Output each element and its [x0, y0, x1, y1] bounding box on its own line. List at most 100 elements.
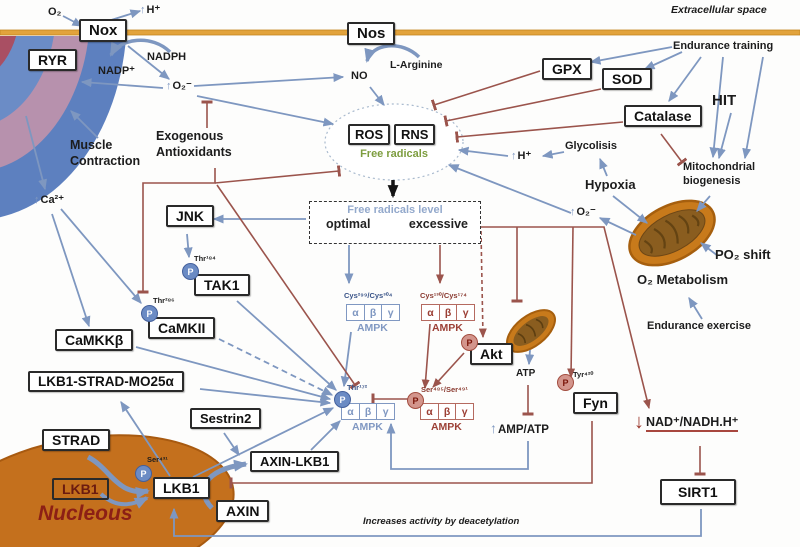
ampk-gamma: γ	[376, 403, 396, 420]
ampk-gamma: γ	[381, 304, 401, 321]
node-ros: ROS	[348, 124, 391, 145]
site-ser431: Ser⁴³¹	[147, 455, 168, 464]
node-tak1: TAK1	[194, 274, 250, 296]
up-arrow-icon: ↑	[570, 206, 576, 218]
free-radicals-level-panel: Free radicals level optimal excessive	[309, 201, 481, 244]
free-radicals-level-title: Free radicals level	[347, 204, 443, 216]
node-axin: AXIN	[216, 500, 270, 522]
node-gpx: GPX	[542, 58, 592, 80]
site-cys-optimal: Cys²⁹⁹/Cys³⁰⁴	[344, 291, 393, 300]
amp-atp-label: ↑AMP/ATP	[490, 420, 549, 436]
node-nos: Nos	[347, 22, 396, 45]
node-nox: Nox	[79, 19, 128, 42]
superoxide-right-label: ↑O₂⁻	[570, 206, 596, 218]
ampk-label: AMPK	[431, 322, 463, 334]
level-excessive-label: excessive	[408, 217, 468, 231]
thick-cycle-arrows	[86, 38, 421, 510]
node-akt: Akt	[470, 343, 513, 365]
phospho-p-ser431: P	[135, 465, 152, 482]
site-tyr420: Tyr⁴²⁰	[573, 370, 594, 379]
po2-shift-label: PO₂ shift	[715, 247, 771, 262]
level-optimal-label: optimal	[326, 217, 371, 231]
ampk-alpha: α	[346, 304, 365, 321]
h-plus-top-label: ↑H⁺	[140, 4, 161, 16]
ampk-complex-active: α β γ AMPK	[341, 403, 396, 433]
site-ser485: Ser⁴⁸⁵/Ser⁴⁹¹	[421, 385, 468, 394]
ampk-beta: β	[363, 304, 383, 321]
calcium-label: ↑Ca²⁺	[34, 194, 65, 206]
node-sod: SOD	[602, 68, 653, 90]
node-ryr: RYR	[28, 49, 78, 71]
node-lkb1: LKB1	[153, 477, 210, 499]
phospho-p-ser485: P	[407, 392, 424, 409]
phospho-p-thr286: P	[141, 305, 158, 322]
phospho-p-tyr420: P	[557, 374, 574, 391]
glycolisis-label: Glycolisis	[565, 140, 617, 152]
site-cys-excessive: Cys¹³⁰/Cys¹⁷⁴	[420, 291, 467, 300]
node-sirt1: SIRT1	[660, 479, 736, 505]
up-arrow-icon: ↑	[140, 4, 146, 16]
phospho-p-thr172: P	[334, 391, 351, 408]
site-thr286: Thr²⁸⁶	[153, 296, 175, 305]
node-camkkb: CaMKKβ	[55, 329, 134, 351]
extracellular-space-label: Extracellular space	[671, 4, 767, 16]
o2-metabolism-label: O₂ Metabolism	[637, 272, 729, 287]
hypoxia-label: Hypoxia	[585, 177, 636, 192]
o2-label: O₂	[48, 6, 62, 18]
ampk-label: AMPK	[430, 421, 462, 433]
phospho-p-thr184: P	[182, 263, 199, 280]
nadph-label: NADPH	[147, 51, 187, 63]
up-arrow-icon: ↑	[511, 150, 517, 162]
node-sestrin2: Sestrin2	[190, 408, 262, 429]
no-label: NO	[351, 70, 368, 82]
node-camkii: CaMKII	[148, 317, 216, 339]
ampk-beta: β	[438, 304, 458, 321]
l-arginine-label: L-Arginine	[390, 59, 443, 71]
hit-label: HIT	[712, 92, 737, 109]
nad-ratio-label: ↓NAD⁺/NADH.H⁺	[634, 411, 739, 433]
endurance-exercise-label: Endurance exercise	[647, 320, 751, 332]
up-arrow-icon: ↑	[490, 420, 497, 436]
node-strad: STRAD	[42, 429, 111, 451]
site-thr184: Thr¹⁸⁴	[194, 254, 216, 263]
ampk-gamma: γ	[455, 403, 475, 420]
superoxide-left-label: ↑O₂⁻	[166, 80, 192, 92]
cell-membrane	[0, 29, 800, 36]
node-catalase: Catalase	[624, 105, 702, 127]
ampk-label: AMPK	[351, 421, 383, 433]
up-arrow-icon: ↑	[166, 80, 172, 92]
phospho-p-akt: P	[461, 334, 478, 351]
nucleus-label: Nucleous	[38, 502, 133, 525]
node-rns: RNS	[394, 124, 436, 145]
atp-label: ATP	[516, 368, 536, 379]
ampk-complex-excessive: α β γ AMPK	[421, 304, 476, 334]
site-thr172: Thr¹⁷²	[347, 383, 368, 392]
deacetylation-note: Increases activity by deacetylation	[363, 516, 520, 527]
up-arrow-icon: ↑	[34, 194, 40, 206]
down-arrow-icon: ↓	[634, 411, 644, 433]
ampk-label: AMPK	[356, 322, 388, 334]
activation-arrows	[25, 9, 764, 537]
ampk-complex-optimal: α β γ AMPK	[346, 304, 401, 334]
mitochondrion-large	[628, 199, 716, 267]
ampk-beta: β	[437, 403, 457, 420]
node-axin-lkb1: AXIN-LKB1	[250, 451, 340, 472]
node-fyn: Fyn	[573, 392, 618, 414]
endurance-training-label: Endurance training	[673, 40, 774, 52]
free-radicals-label: Free radicals	[360, 148, 428, 160]
ampk-complex-inhibited: α β γ AMPK	[420, 403, 475, 433]
ampk-beta: β	[358, 403, 378, 420]
inhibition-links	[137, 70, 706, 489]
node-jnk: JNK	[166, 205, 215, 227]
node-lkb1-strad-mo25: LKB1-STRAD-MO25α	[28, 371, 184, 392]
nadp-label: NADP⁺	[98, 65, 135, 77]
ampk-alpha: α	[421, 304, 440, 321]
ampk-gamma: γ	[456, 304, 476, 321]
ampk-alpha: α	[420, 403, 439, 420]
h-plus-mid-label: ↑H⁺	[511, 150, 532, 162]
